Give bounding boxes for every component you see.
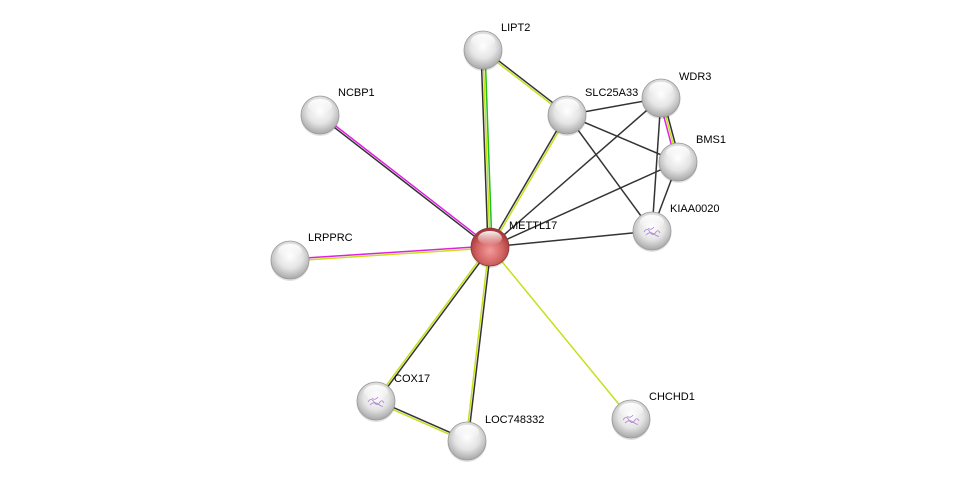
edge-evidence-neighborhood: [484, 49, 493, 247]
node-label: BMS1: [696, 134, 726, 146]
edge-evidence-coexpression: [318, 115, 490, 249]
node-highlight: [640, 215, 664, 229]
edge-evidence-coexpression: [489, 97, 662, 248]
node-highlight: [478, 231, 502, 245]
node-highlight: [278, 244, 302, 258]
node-highlight: [555, 99, 579, 113]
edge-evidence-textmining: [465, 246, 490, 441]
edge-mettl17-lipt2[interactable]: [480, 49, 493, 248]
edge-evidence-textmining: [489, 246, 632, 420]
node-label: CHCHD1: [649, 391, 695, 403]
node-label: METTL17: [509, 220, 557, 232]
node-label: NCBP1: [338, 87, 375, 99]
node-mettl17[interactable]: [470, 227, 510, 268]
node-highlight: [619, 403, 643, 417]
node-label: LIPT2: [501, 22, 530, 34]
edge-evidence-coexpression: [566, 114, 653, 232]
edge-mettl17-kiaa0020[interactable]: [489, 230, 653, 248]
node-label: WDR3: [679, 71, 711, 83]
edge-slc25a33-kiaa0020[interactable]: [566, 114, 653, 232]
edge-evidence-coexpression: [489, 161, 679, 248]
node-label: COX17: [394, 373, 430, 385]
edge-evidence-coexpression: [480, 50, 489, 248]
edge-mettl17-bms1[interactable]: [489, 161, 679, 248]
edge-mettl17-slc25a33[interactable]: [488, 114, 569, 248]
node-loc748332[interactable]: [447, 421, 487, 462]
node-lipt2[interactable]: [463, 30, 503, 71]
edge-evidence-coexpression: [488, 114, 567, 247]
edge-evidence-coexpression: [566, 114, 679, 163]
node-lrpprc[interactable]: [270, 240, 310, 281]
edge-evidence-experiments: [320, 113, 492, 247]
node-label: KIAA0020: [670, 203, 720, 215]
edge-evidence-coexpression: [651, 97, 662, 232]
node-kiaa0020[interactable]: [632, 211, 672, 252]
node-highlight: [308, 99, 332, 113]
edge-evidence-experiments: [289, 245, 490, 260]
node-highlight: [666, 146, 690, 160]
node-highlight: [471, 34, 495, 48]
edge-mettl17-lrpprc[interactable]: [289, 245, 491, 262]
edge-evidence-textmining: [290, 247, 491, 262]
node-ncbp1[interactable]: [300, 95, 340, 136]
node-highlight: [455, 425, 479, 439]
node-cox17[interactable]: [356, 381, 396, 422]
edge-slc25a33-bms1[interactable]: [566, 114, 679, 163]
node-wdr3[interactable]: [641, 78, 681, 119]
node-chchd1[interactable]: [611, 399, 651, 440]
edge-mettl17-ncbp1[interactable]: [318, 113, 492, 249]
edge-evidence-textmining: [490, 115, 569, 248]
node-label: SLC25A33: [585, 87, 638, 99]
edge-mettl17-loc748332[interactable]: [465, 246, 492, 442]
node-bms1[interactable]: [658, 142, 698, 183]
edge-evidence-coexpression: [467, 247, 492, 442]
edge-evidence-textmining: [482, 49, 491, 248]
edge-mettl17-cox17[interactable]: [374, 245, 492, 403]
edge-evidence-coexpression: [376, 247, 492, 403]
edge-mettl17-chchd1[interactable]: [489, 246, 632, 420]
node-label: LRPPRC: [308, 232, 353, 244]
edge-mettl17-wdr3[interactable]: [489, 97, 662, 248]
edge-wdr3-kiaa0020[interactable]: [651, 97, 662, 232]
node-highlight: [364, 385, 388, 399]
edge-evidence-coexpression: [489, 230, 653, 248]
node-highlight: [649, 82, 673, 96]
node-label: LOC748332: [485, 414, 544, 426]
edge-evidence-textmining: [374, 245, 490, 401]
node-slc25a33[interactable]: [547, 95, 587, 136]
